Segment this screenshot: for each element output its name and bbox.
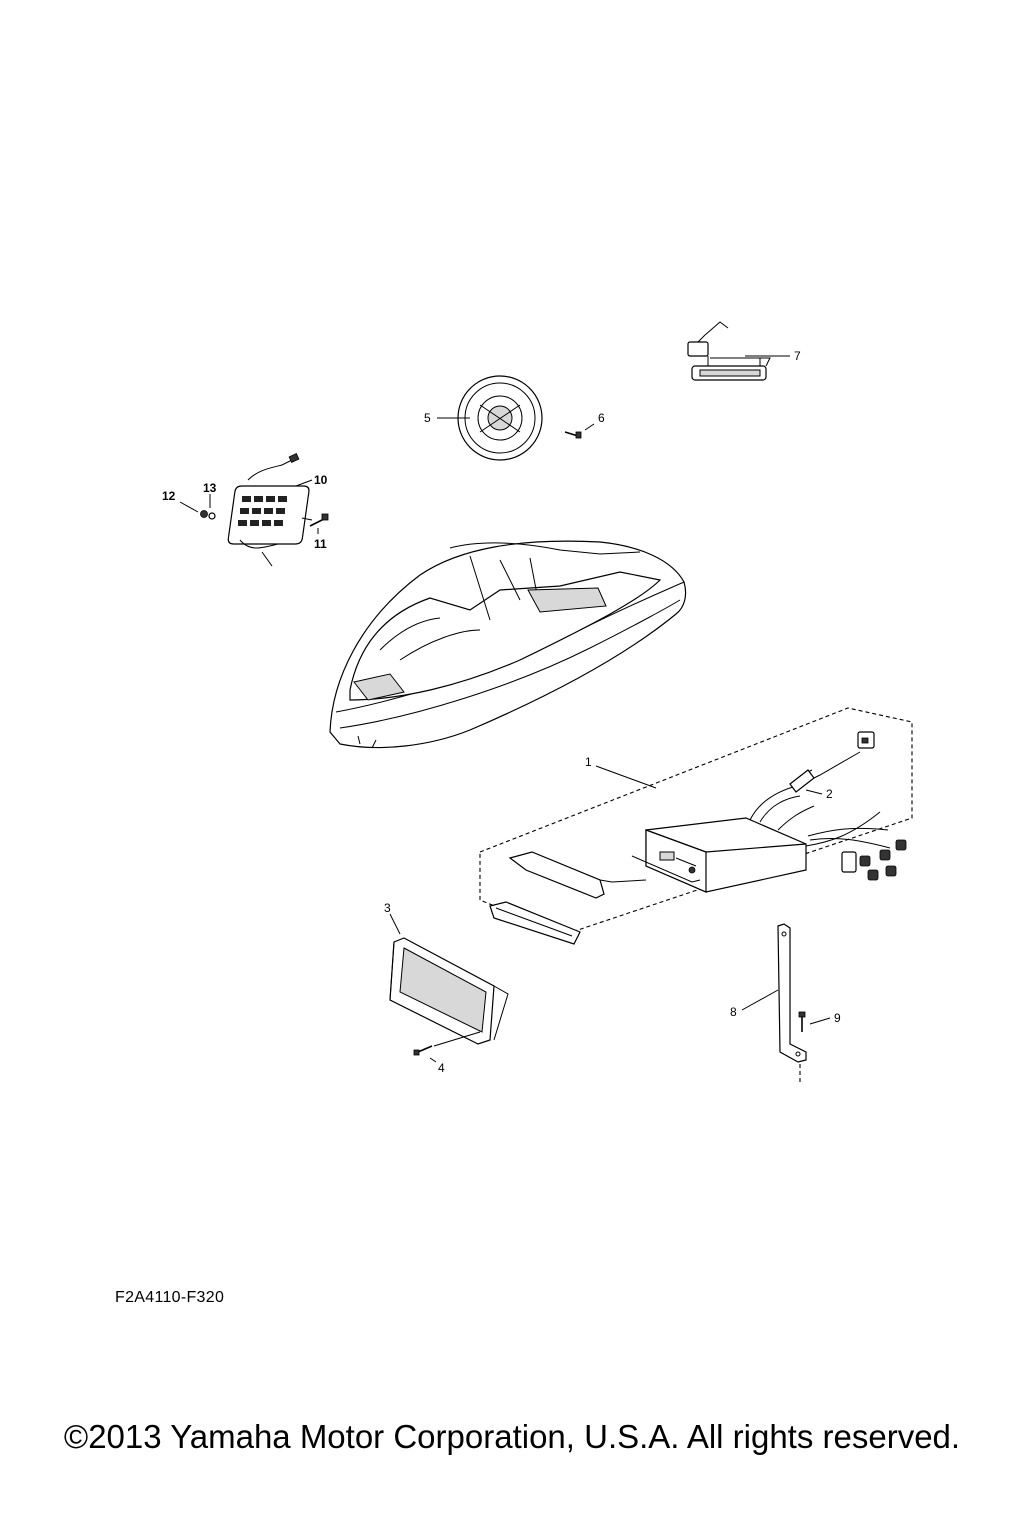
- callout-11: 11: [314, 537, 327, 551]
- speaker-part: [457, 375, 543, 461]
- leader-line-9: [809, 1017, 831, 1025]
- stereo-head-unit-part: [631, 817, 807, 893]
- callout-6: 6: [598, 411, 605, 425]
- speaker-screw-part: [564, 431, 582, 439]
- panel-screw-part: [309, 513, 329, 527]
- callout-5: 5: [424, 411, 431, 425]
- callout-7: 7: [794, 349, 801, 363]
- stereo-trim-frame-part: [489, 901, 581, 945]
- copyright-notice: ©2013 Yamaha Motor Corporation, U.S.A. A…: [63, 1418, 961, 1455]
- panel-nut-part: [200, 510, 216, 520]
- leader-line-3: [389, 913, 401, 935]
- stereo-cover-part: [389, 937, 495, 1045]
- leader-line-2: [805, 789, 823, 795]
- callout-8: 8: [730, 1005, 737, 1019]
- leader-line-10: [295, 479, 313, 487]
- callout-9: 9: [834, 1011, 841, 1025]
- mounting-bracket-part: [777, 923, 807, 1063]
- cover-screw-guide-line: [433, 1031, 481, 1047]
- bracket-screw-part: [798, 1011, 806, 1032]
- stereo-wiring-harness-part: [749, 731, 907, 881]
- leader-line-1: [595, 765, 657, 789]
- callout-1: 1: [585, 755, 592, 769]
- cover-alignment-line: [493, 985, 509, 1041]
- leader-line-8: [741, 989, 779, 1011]
- boat-hull-illustration: [329, 540, 687, 749]
- callout-4: 4: [438, 1061, 445, 1075]
- led-light-bar-part: [687, 321, 771, 381]
- callout-2: 2: [826, 787, 833, 801]
- leader-line-4: [429, 1057, 437, 1063]
- stereo-kit-boundary: [479, 707, 913, 936]
- cover-screw-part: [413, 1045, 433, 1056]
- callout-3: 3: [384, 901, 391, 915]
- leader-line-12: [179, 501, 199, 513]
- diagram-code: F2A4110-F320: [115, 1289, 225, 1306]
- leader-line-6: [584, 423, 595, 431]
- callout-10: 10: [314, 473, 328, 487]
- stereo-adapter-cable-part: [789, 769, 815, 793]
- remote-panel-part: [227, 453, 313, 567]
- callout-13: 13: [203, 481, 217, 495]
- stereo-trim-bracket-part: [508, 851, 647, 899]
- callout-12: 12: [162, 489, 176, 503]
